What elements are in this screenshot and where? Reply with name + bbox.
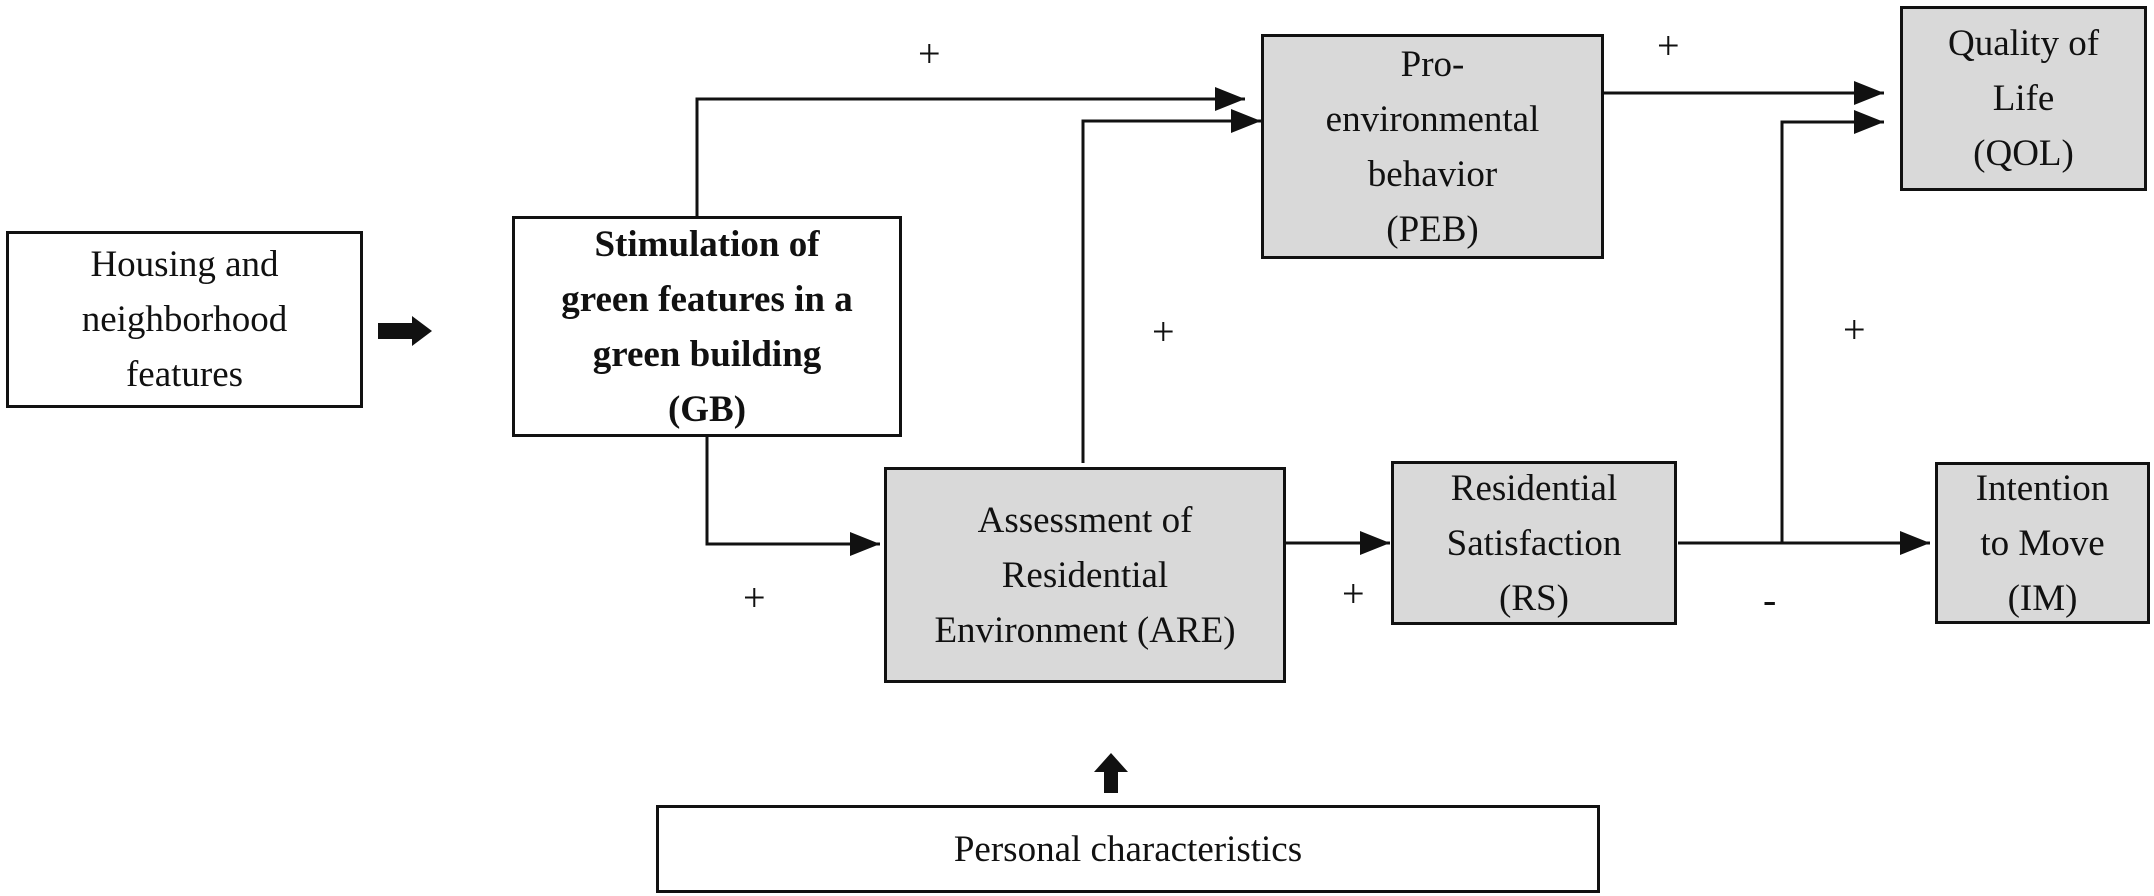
rs-line-3: (RS) — [1499, 577, 1569, 619]
arrow-gb-to-are — [705, 437, 880, 556]
personal-characteristics-label: Personal characteristics — [953, 828, 1303, 870]
housing-features-box: Housing and neighborhood features — [6, 231, 363, 408]
im-line-3: (IM) — [2007, 577, 2078, 619]
qol-line-2: Life — [1992, 78, 2055, 119]
arrow-rs-to-qol — [1780, 110, 1884, 543]
rs-box: Residential Satisfaction (RS) — [1391, 461, 1677, 625]
qol-line-3: (QOL) — [1973, 133, 2074, 174]
block-arrow-right — [378, 316, 432, 346]
sign-gb-to-peb: + — [918, 31, 941, 76]
peb-line-3: behavior — [1367, 153, 1498, 195]
rs-line-2: Satisfaction — [1446, 522, 1622, 564]
sign-gb-to-are: + — [743, 575, 766, 620]
rs-label: Residential Satisfaction (RS) — [1447, 461, 1622, 626]
housing-line-3: features — [125, 354, 244, 395]
im-box: Intention to Move (IM) — [1935, 462, 2150, 624]
green-building-label: Stimulation of green features in a green… — [561, 217, 853, 437]
sign-peb-to-qol: + — [1657, 23, 1680, 68]
housing-features-label: Housing and neighborhood features — [82, 237, 288, 402]
are-line-3: Environment (ARE) — [934, 609, 1236, 651]
arrow-gb-to-peb — [695, 87, 1245, 216]
rs-line-1: Residential — [1450, 467, 1618, 509]
personal-characteristics-box: Personal characteristics — [656, 805, 1600, 893]
sign-rs-to-qol: + — [1843, 307, 1866, 352]
gb-line-4: (GB) — [667, 388, 747, 430]
qol-line-1: Quality of — [1947, 23, 2100, 64]
are-line-1: Assessment of — [977, 499, 1193, 541]
housing-line-2: neighborhood — [81, 299, 288, 340]
peb-line-4: (PEB) — [1386, 208, 1479, 250]
peb-label: Pro- environmental behavior (PEB) — [1326, 37, 1540, 257]
sign-are-to-rs: + — [1342, 571, 1365, 616]
qol-label: Quality of Life (QOL) — [1948, 16, 2099, 181]
block-arrow-up — [1094, 753, 1128, 793]
housing-line-1: Housing and — [90, 244, 279, 285]
sign-rs-to-im: - — [1763, 577, 1777, 622]
are-label: Assessment of Residential Environment (A… — [934, 493, 1235, 658]
qol-box: Quality of Life (QOL) — [1900, 6, 2147, 191]
arrow-are-to-peb — [1081, 109, 1261, 463]
peb-line-2: environmental — [1325, 98, 1540, 140]
peb-box: Pro- environmental behavior (PEB) — [1261, 34, 1604, 259]
im-line-2: to Move — [1980, 522, 2105, 564]
are-box: Assessment of Residential Environment (A… — [884, 467, 1286, 683]
sign-are-to-peb: + — [1152, 309, 1175, 354]
peb-line-1: Pro- — [1400, 43, 1465, 85]
gb-line-2: green features in a — [561, 278, 853, 320]
gb-line-1: Stimulation of — [594, 223, 820, 265]
im-line-1: Intention — [1975, 467, 2110, 509]
are-line-2: Residential — [1001, 554, 1169, 596]
im-label: Intention to Move (IM) — [1976, 461, 2110, 626]
green-building-box: Stimulation of green features in a green… — [512, 216, 902, 437]
gb-line-3: green building — [592, 333, 822, 375]
